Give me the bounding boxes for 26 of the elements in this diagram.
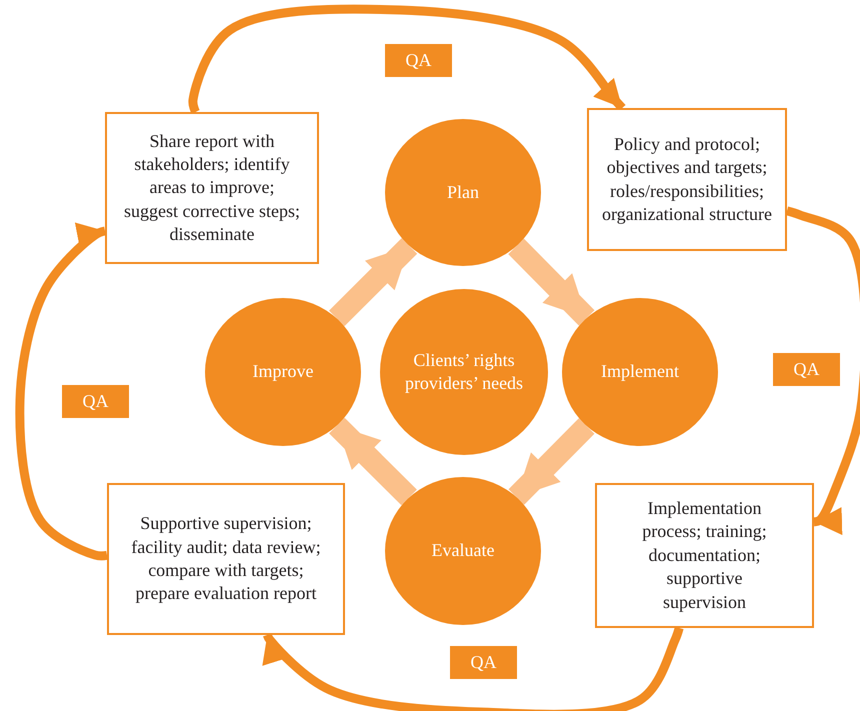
qa-tag xyxy=(450,646,517,679)
description-text: Share report with stakeholders; identify areas to improve; suggest corrective steps; disseminate xyxy=(124,130,300,246)
phase-label: Implement xyxy=(601,360,679,384)
qa-label: QA xyxy=(470,652,496,673)
qa-label: QA xyxy=(406,50,432,71)
text-box xyxy=(595,483,814,628)
qa-tag xyxy=(385,44,452,77)
curved-arrow xyxy=(262,626,684,711)
curved-arrow xyxy=(188,4,626,114)
text-box xyxy=(587,108,787,251)
curved-arrow xyxy=(15,222,108,560)
qa-tag xyxy=(773,353,840,386)
phase-label: Clients’ rights providers’ needs xyxy=(404,348,524,395)
text-box xyxy=(107,483,345,635)
qa-tag xyxy=(62,385,129,418)
curved-arrow xyxy=(786,206,860,535)
text-box xyxy=(105,112,319,264)
phase-label: Evaluate xyxy=(432,539,494,562)
phase-label: Improve xyxy=(252,360,314,384)
qa-label: QA xyxy=(82,391,108,412)
description-text: Implementation process; training; documentation; supportive supervision xyxy=(641,497,768,614)
qa-label: QA xyxy=(794,359,820,380)
description-text: Policy and protocol; objectives and targets; roles/responsibilities; organizational structure xyxy=(600,132,774,226)
description-text: Supportive supervision; facility audit; data review; compare with targets; prepare evaluation report xyxy=(130,512,322,606)
phase-label: Plan xyxy=(446,180,479,204)
block-arrow xyxy=(508,238,595,326)
